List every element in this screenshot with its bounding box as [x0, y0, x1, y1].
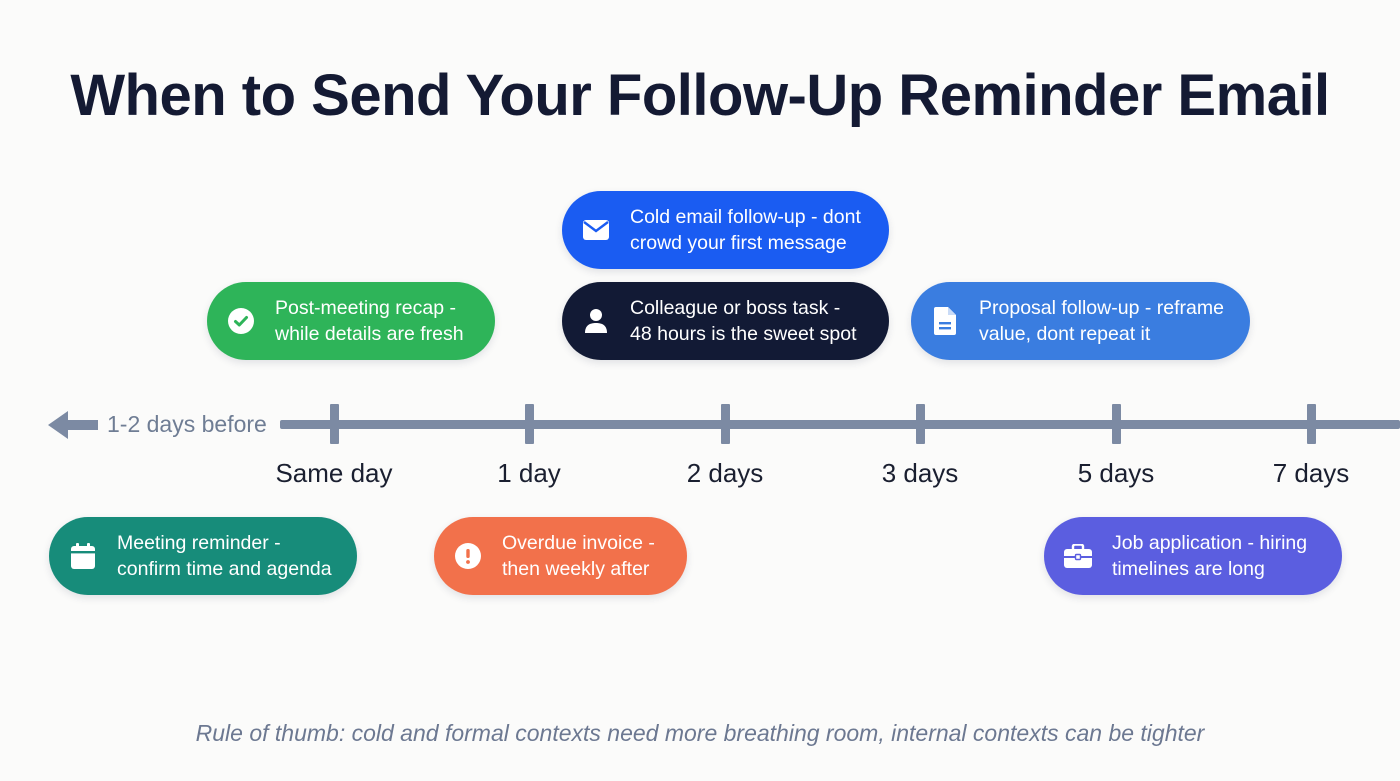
card-overdue-invoice: Overdue invoice - then weekly after — [434, 517, 687, 595]
tick-label-same-day: Same day — [275, 458, 393, 488]
timeline-axis — [280, 420, 1400, 429]
card-line1: Post-meeting recap - — [275, 297, 456, 319]
check-circle-icon — [227, 307, 255, 335]
tick-label-5-days: 5 days — [1077, 458, 1155, 488]
card-line1: Colleague or boss task - — [630, 297, 841, 319]
rule-of-thumb-note: Rule of thumb: cold and formal contexts … — [195, 720, 1205, 746]
tick-2-days — [721, 404, 730, 444]
card-line2: 48 hours is the sweet spot — [630, 323, 857, 345]
alert-circle-icon — [454, 542, 482, 570]
card-job-application: Job application - hiring timelines are l… — [1044, 517, 1342, 595]
tick-1-day — [525, 404, 534, 444]
card-meeting-reminder: Meeting reminder - confirm time and agen… — [49, 517, 357, 595]
card-line1: Cold email follow-up - dont — [630, 206, 861, 228]
card-cold-email: Cold email follow-up - dont crowd your f… — [562, 191, 889, 269]
card-line1: Meeting reminder - — [117, 532, 281, 554]
document-icon — [931, 307, 959, 335]
card-line1: Proposal follow-up - reframe — [979, 297, 1224, 319]
calendar-icon — [69, 542, 97, 570]
tick-label-1-day: 1 day — [497, 458, 561, 488]
arrow-left-icon — [48, 410, 98, 440]
user-icon — [582, 307, 610, 335]
before-label: 1-2 days before — [107, 411, 267, 437]
card-line2: crowd your first message — [630, 232, 847, 254]
envelope-icon — [582, 216, 610, 244]
card-line2: while details are fresh — [275, 323, 464, 345]
tick-5-days — [1112, 404, 1121, 444]
card-line1: Job application - hiring — [1112, 532, 1308, 554]
card-line1: Overdue invoice - — [502, 532, 655, 554]
briefcase-icon — [1064, 542, 1092, 570]
tick-label-7-days: 7 days — [1272, 458, 1350, 488]
card-post-meeting: Post-meeting recap - while details are f… — [207, 282, 495, 360]
tick-same-day — [330, 404, 339, 444]
card-proposal: Proposal follow-up - reframe value, dont… — [911, 282, 1250, 360]
tick-3-days — [916, 404, 925, 444]
page-title: When to Send Your Follow-Up Reminder Ema… — [70, 63, 1330, 128]
card-line2: value, dont repeat it — [979, 323, 1151, 345]
card-line2: then weekly after — [502, 558, 650, 580]
card-line2: confirm time and agenda — [117, 558, 332, 580]
card-colleague-task: Colleague or boss task - 48 hours is the… — [562, 282, 889, 360]
tick-label-2-days: 2 days — [686, 458, 764, 488]
tick-label-3-days: 3 days — [881, 458, 959, 488]
tick-7-days — [1307, 404, 1316, 444]
card-line2: timelines are long — [1112, 558, 1265, 580]
